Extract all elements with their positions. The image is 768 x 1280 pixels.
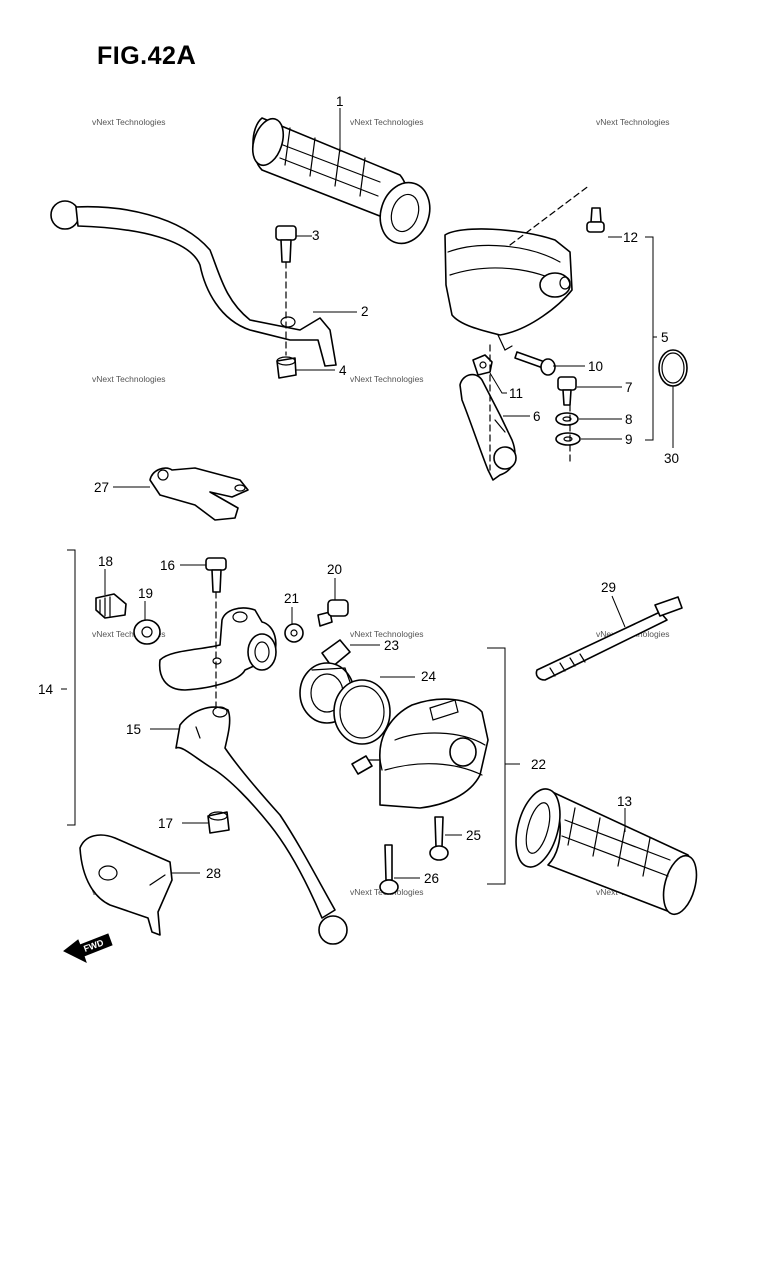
figure-title: FIG.42A	[97, 40, 196, 71]
callout-29: 29	[601, 580, 616, 595]
part-26-screw	[379, 844, 399, 895]
watermark: vNext Technologies	[350, 374, 424, 384]
callout-11: 11	[509, 386, 523, 401]
part-3-bolt	[275, 225, 297, 263]
part-13-grip	[515, 788, 698, 916]
part-29-cable-tie	[535, 596, 683, 681]
watermark: vNext Technologies	[92, 117, 166, 127]
callout-28: 28	[206, 866, 221, 881]
callout-10: 10	[588, 359, 603, 374]
callout-25: 25	[466, 828, 481, 843]
part-18-adjuster	[95, 593, 127, 619]
part-1-grip	[251, 117, 431, 245]
part-15-clutch-lever	[175, 706, 348, 945]
part-19-nut	[133, 619, 161, 645]
part-11-nut	[472, 354, 493, 376]
callout-9: 9	[625, 432, 633, 447]
callout-20: 20	[327, 562, 342, 577]
fwd-arrow-icon: FWD	[63, 933, 113, 963]
callout-5: 5	[661, 330, 669, 345]
callout-1: 1	[336, 94, 344, 109]
callout-19: 19	[138, 586, 153, 601]
part-7-bolt	[557, 376, 577, 406]
part-2-brake-lever	[50, 200, 337, 367]
callout-27: 27	[94, 480, 109, 495]
figure-title-main: FIG.42	[97, 42, 177, 70]
callout-16: 16	[160, 558, 175, 573]
part-17-nut	[207, 811, 230, 834]
callout-14: 14	[38, 682, 54, 697]
part-8-washer	[555, 412, 579, 426]
callout-22: 22	[531, 757, 546, 772]
part-16-bolt	[205, 557, 227, 593]
callout-18: 18	[98, 554, 113, 569]
callout-15: 15	[126, 722, 141, 737]
callout-8: 8	[625, 412, 633, 427]
watermark: vNext Technologies	[92, 374, 166, 384]
part-28-lever-guard	[79, 834, 173, 936]
part-lever-holder	[158, 607, 277, 691]
watermark: vNext Technologies	[350, 629, 424, 639]
leader-dashed	[509, 184, 591, 246]
callouts: 1 2 3 4 5 6 7 8 9 10 11 12 13 14 15 16 1…	[38, 94, 679, 886]
part-12-screw	[586, 207, 605, 233]
part-27-bracket	[149, 467, 249, 521]
watermark: vNext Technologies	[350, 117, 424, 127]
watermark: vNext Technologies	[92, 629, 166, 639]
leader-lines	[61, 108, 674, 885]
part-6-switch-bracket	[459, 373, 517, 481]
part-4-nut	[276, 356, 297, 379]
part-10-screw	[514, 351, 556, 376]
callout-17: 17	[158, 816, 173, 831]
part-30-o-ring	[658, 349, 688, 387]
part-20-screw	[317, 599, 349, 627]
part-25-screw	[429, 816, 449, 861]
part-22-switch-housing	[351, 698, 489, 809]
callout-2: 2	[361, 304, 369, 319]
callout-3: 3	[312, 228, 320, 243]
callout-26: 26	[424, 871, 439, 886]
callout-30: 30	[664, 451, 679, 466]
part-24-o-ring	[333, 679, 391, 745]
part-5-switch-housing	[444, 228, 573, 351]
callout-4: 4	[339, 363, 347, 378]
callout-6: 6	[533, 409, 541, 424]
callout-21: 21	[284, 591, 299, 606]
callout-24: 24	[421, 669, 437, 684]
part-9-washer	[555, 432, 581, 446]
callout-7: 7	[625, 380, 633, 395]
callout-23: 23	[384, 638, 399, 653]
figure-title-suffix: A	[176, 40, 197, 70]
watermark: vNext Technologies	[596, 117, 670, 127]
part-21-washer	[284, 623, 304, 643]
callout-13: 13	[617, 794, 632, 809]
callout-12: 12	[623, 230, 638, 245]
